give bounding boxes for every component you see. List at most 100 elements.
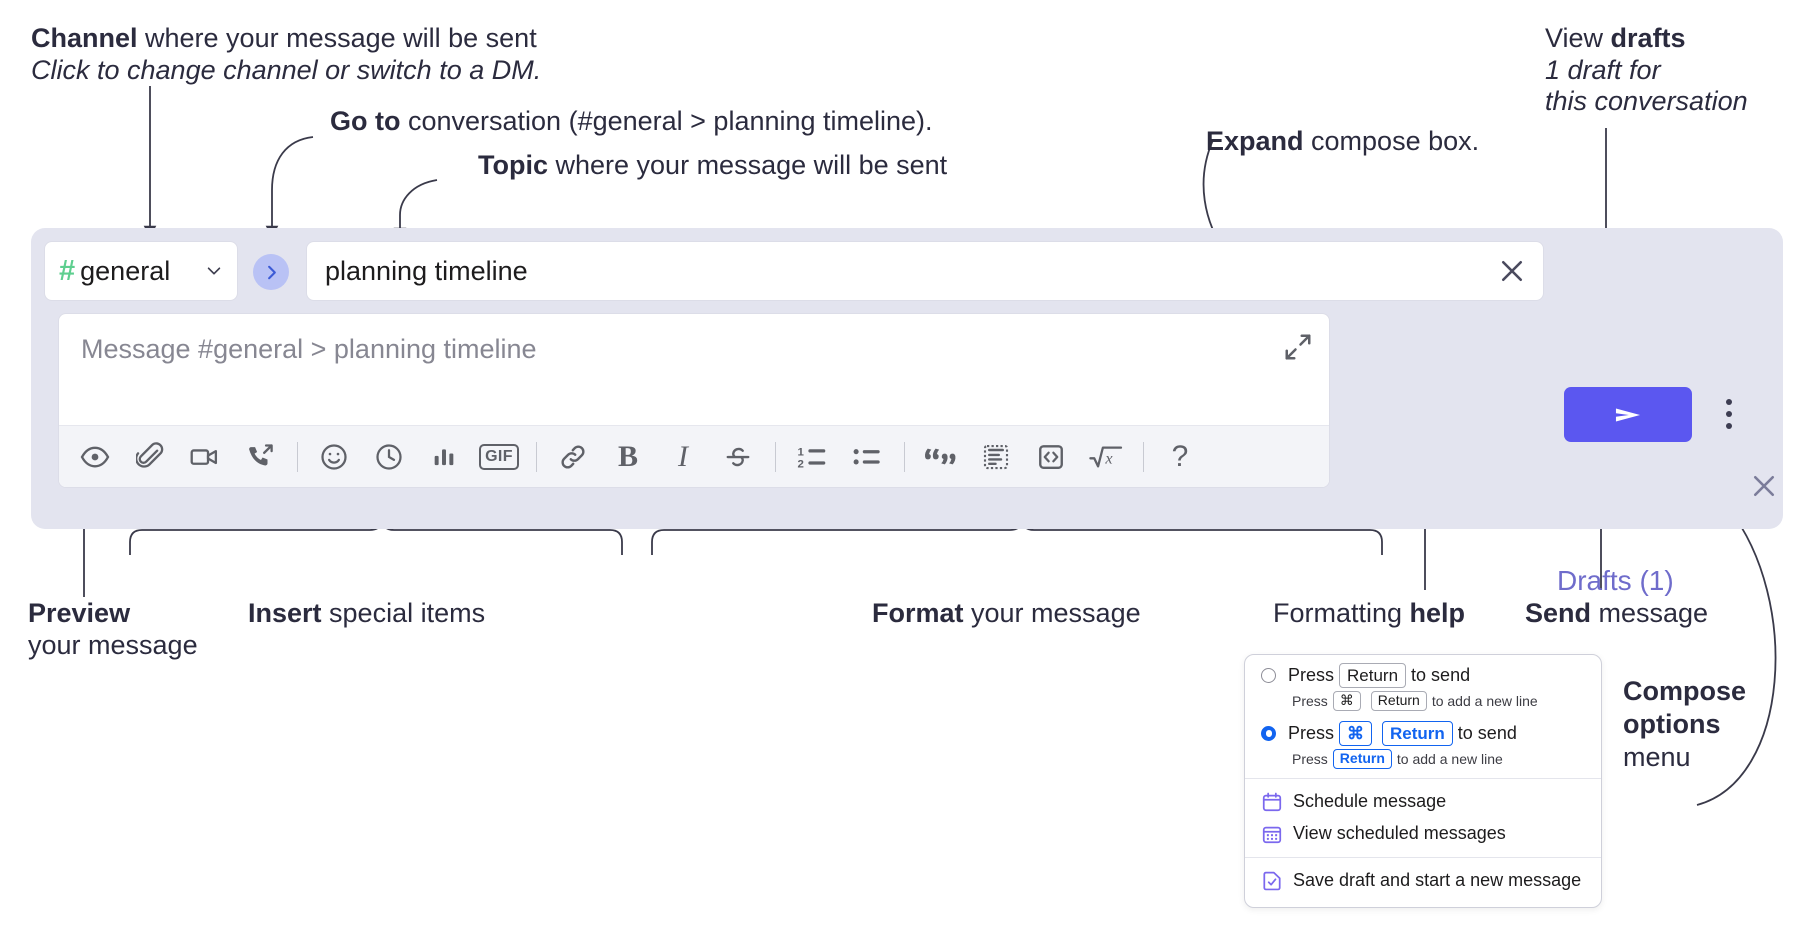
- poll-icon[interactable]: [422, 435, 466, 479]
- annotation-drafts-sub2: this conversation: [1545, 86, 1748, 117]
- attachment-icon[interactable]: [128, 435, 172, 479]
- radio-selected[interactable]: [1261, 725, 1276, 741]
- emoji-icon[interactable]: [312, 435, 356, 479]
- composer-inner: # general planning timeline: [44, 241, 1544, 516]
- menu-item-view-scheduled-messages[interactable]: View scheduled messages: [1245, 818, 1601, 850]
- channel-selector[interactable]: # general: [44, 241, 238, 301]
- annotation-topic-rest: where your message will be sent: [548, 150, 948, 180]
- video-icon[interactable]: [183, 435, 227, 479]
- send-option-cmd-return[interactable]: Press ⌘ Return to send Press Return to a…: [1245, 713, 1601, 771]
- annotation-formatting-help: Formatting help: [1273, 598, 1465, 630]
- annotation-preview-bold: Preview: [28, 598, 131, 628]
- annotation-topic-bold: Topic: [478, 150, 548, 180]
- opt1-pre: Press: [1288, 665, 1335, 686]
- annotation-help-bold: help: [1409, 598, 1466, 628]
- close-icon[interactable]: [1497, 256, 1527, 286]
- help-icon[interactable]: ?: [1158, 435, 1202, 479]
- topic-field[interactable]: planning timeline: [306, 241, 1544, 301]
- math-icon[interactable]: x: [1084, 435, 1128, 479]
- annotation-expand-bold: Expand: [1206, 126, 1304, 156]
- blockquote-icon[interactable]: [919, 435, 963, 479]
- annotation-preview-rest: your message: [28, 629, 198, 660]
- annotation-send-rest: message: [1591, 598, 1709, 628]
- key-command: ⌘: [1339, 720, 1373, 746]
- annotation-drafts-pre: View: [1545, 23, 1611, 53]
- preview-icon[interactable]: [73, 435, 117, 479]
- send-option-return[interactable]: Press Return to send Press ⌘ Return to a…: [1245, 655, 1601, 713]
- message-input-box[interactable]: Message #general > planning timeline: [58, 313, 1330, 488]
- annotation-compose-rest: menu: [1623, 741, 1691, 772]
- annotation-goto-rest: conversation (#general > planning timeli…: [400, 106, 933, 136]
- key-command: ⌘: [1332, 691, 1361, 711]
- link-icon[interactable]: [551, 435, 595, 479]
- annotation-format-bold: Format: [872, 598, 964, 628]
- annotation-insert: Insert special items: [248, 598, 485, 630]
- toolbar-divider-2: [536, 441, 537, 472]
- annotation-channel-rest: where your message will be sent: [137, 23, 537, 53]
- opt1-post: to send: [1411, 665, 1471, 686]
- annotation-insert-rest: special items: [321, 598, 486, 628]
- chevron-right-icon: [267, 265, 276, 279]
- toolbar-divider-5: [1143, 441, 1144, 472]
- annotation-send-bold: Send: [1525, 598, 1592, 628]
- annotation-compose-options: Compose options menu: [1623, 675, 1746, 774]
- annotation-compose-bold2: options: [1623, 708, 1721, 739]
- annotation-drafts-sub1: 1 draft for: [1545, 54, 1661, 85]
- opt2-pre: Press: [1288, 722, 1335, 743]
- send-option-return-sub: Press ⌘ Return to add a new line: [1245, 691, 1601, 711]
- message-composer-panel: # general planning timeline: [31, 228, 1783, 596]
- annotation-send: Send message: [1525, 598, 1708, 630]
- annotation-expand: Expand compose box.: [1206, 126, 1479, 158]
- ordered-list-icon[interactable]: 1 2: [790, 435, 834, 479]
- menu-item-schedule-message[interactable]: Schedule message: [1245, 786, 1601, 818]
- menu-item-label: Schedule message: [1293, 791, 1447, 811]
- toolbar-divider-1: [297, 441, 298, 472]
- audio-call-icon[interactable]: [238, 435, 282, 479]
- annotation-drafts-bold: drafts: [1610, 23, 1686, 53]
- bold-icon[interactable]: B: [617, 439, 638, 473]
- annotation-goto: Go to conversation (#general > planning …: [330, 106, 933, 138]
- close-icon[interactable]: [1749, 471, 1779, 501]
- send-button[interactable]: [1564, 387, 1692, 442]
- annotation-drafts: View drafts 1 draft for this conversatio…: [1545, 23, 1748, 118]
- message-placeholder: Message #general > planning timeline: [81, 334, 537, 364]
- compose-options-button[interactable]: [1711, 388, 1747, 440]
- channel-name-label: general: [80, 255, 171, 286]
- annotation-goto-bold: Go to: [330, 106, 401, 136]
- code-icon[interactable]: [1029, 435, 1073, 479]
- calendar-icon: [1261, 791, 1283, 813]
- expand-icon[interactable]: [1283, 332, 1313, 362]
- send-option-return-main: Press Return to send: [1245, 663, 1601, 689]
- key-return: Return: [1382, 720, 1453, 746]
- kebab-dot-2: [1726, 411, 1732, 417]
- italic-icon[interactable]: I: [678, 439, 688, 473]
- calendar-grid-icon: [1261, 823, 1283, 845]
- bulleted-list-icon[interactable]: [845, 435, 889, 479]
- topic-value: planning timeline: [325, 255, 528, 286]
- send-icon: [1615, 407, 1641, 422]
- radio-unselected[interactable]: [1261, 668, 1276, 684]
- annotation-topic: Topic where your message will be sent: [478, 150, 947, 182]
- strikethrough-icon[interactable]: [716, 435, 760, 479]
- svg-text:x: x: [1104, 450, 1113, 468]
- menu-item-save-draft[interactable]: Save draft and start a new message: [1245, 865, 1601, 897]
- toolbar-divider-4: [904, 441, 905, 472]
- opt2-sub-post: to add a new line: [1396, 750, 1503, 767]
- save-draft-icon: [1261, 870, 1283, 892]
- opt2-post: to send: [1457, 722, 1517, 743]
- annotation-format: Format your message: [872, 598, 1141, 630]
- hash-icon: #: [59, 254, 76, 287]
- go-to-conversation-button[interactable]: [253, 254, 289, 290]
- svg-text:1: 1: [798, 446, 805, 458]
- menu-divider-1: [1245, 777, 1601, 779]
- kebab-dot-1: [1726, 399, 1732, 405]
- toolbar-divider-3: [775, 441, 776, 472]
- key-return: Return: [1339, 663, 1407, 689]
- drafts-link[interactable]: Drafts (1): [1557, 565, 1674, 596]
- code-block-icon[interactable]: [974, 435, 1018, 479]
- annotation-help-pre: Formatting: [1273, 598, 1410, 628]
- clock-icon[interactable]: [367, 435, 411, 479]
- opt1-sub-post: to add a new line: [1431, 693, 1538, 709]
- gif-icon[interactable]: GIF: [477, 435, 521, 479]
